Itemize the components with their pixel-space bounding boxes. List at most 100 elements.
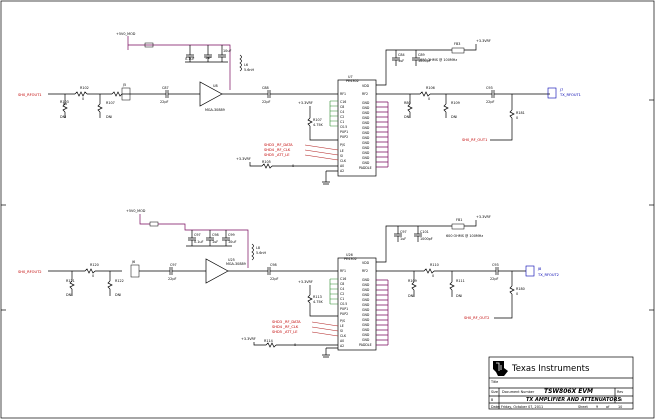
svg-text:RF2: RF2 [362, 269, 368, 273]
svg-text:C88: C88 [262, 86, 269, 90]
bottom-amp-ref: U25 [228, 258, 235, 262]
svg-text:1uF: 1uF [400, 237, 406, 241]
top-rf-out-net: SH0_RF_OUT1 [462, 138, 487, 142]
svg-text:C8: C8 [340, 282, 344, 286]
bottom-rf-out-net: SH0_RF_OUT2 [464, 316, 489, 320]
bottom-power-label: +5V0_MOD [126, 209, 146, 213]
sheet-number: 9 [596, 405, 598, 409]
doc-number-label: Document Number [502, 390, 535, 394]
title-block: Texas Instruments Title Size B Document … [488, 356, 634, 410]
svg-text:LE: LE [340, 324, 344, 328]
rev-value: B [620, 398, 622, 402]
svg-text:C99: C99 [228, 233, 235, 237]
svg-text:P/S: P/S [340, 143, 345, 147]
svg-text:GND: GND [362, 156, 370, 160]
svg-text:LE: LE [340, 149, 344, 153]
svg-text:R122: R122 [115, 279, 124, 283]
svg-text:C98: C98 [212, 233, 219, 237]
bottom-supply-3v3-b: +3.3VRF [241, 337, 256, 341]
svg-text:A0: A0 [340, 164, 344, 168]
svg-text:SI: SI [340, 329, 343, 333]
top-output-net: TX_RFOUT1 [559, 93, 581, 97]
svg-text:P/S: P/S [340, 319, 345, 323]
svg-text:C2: C2 [340, 115, 344, 119]
rev-label: Rev [617, 390, 623, 394]
size-label: Size [491, 390, 498, 394]
svg-text:10uF: 10uF [228, 240, 236, 244]
svg-text:A0: A0 [340, 339, 344, 343]
svg-text:VDD: VDD [362, 261, 370, 265]
svg-text:GND: GND [362, 278, 370, 282]
bottom-atten-ref: U26 [346, 253, 353, 257]
svg-text:J5: J5 [122, 83, 126, 87]
svg-text:PADDLE: PADDLE [359, 343, 372, 347]
svg-text:GND: GND [362, 146, 370, 150]
top-ctrl-le: SHD5 _ATT_LE [264, 153, 290, 157]
svg-text:C93: C93 [486, 86, 493, 90]
svg-text:C16: C16 [340, 277, 346, 281]
svg-text:DNI: DNI [60, 115, 66, 119]
top-fb-value: 600 OHMS @ 100MHz [420, 58, 457, 62]
svg-text:GND: GND [362, 333, 370, 337]
texas-instruments-logo-icon [493, 361, 508, 376]
page-title: TX AMPLIFIER AND ATTENUATORS [526, 397, 621, 403]
svg-text:GND: GND [362, 338, 370, 342]
svg-text:PUP2: PUP2 [340, 312, 348, 316]
svg-text:R105: R105 [262, 160, 271, 164]
board-name: TSW806X EVM [544, 388, 593, 395]
top-channel: +5V0_MOD 0.1uF 1uF 10uF L6 5.6nH SH0_RFO… [18, 32, 581, 185]
svg-text:GND: GND [362, 141, 370, 145]
title-label: Title [490, 380, 498, 384]
svg-text:GND: GND [362, 323, 370, 327]
svg-text:GND: GND [362, 101, 370, 105]
svg-text:PUP1: PUP1 [340, 130, 348, 134]
svg-text:4.75K: 4.75K [313, 300, 324, 304]
sheet-total: 10 [618, 405, 622, 409]
svg-text:GND: GND [362, 121, 370, 125]
svg-text:0: 0 [82, 97, 84, 101]
svg-text:GND: GND [362, 126, 370, 130]
date-label: Date: [491, 405, 500, 409]
svg-text:RF1: RF1 [340, 92, 346, 96]
svg-text:0: 0 [516, 292, 518, 296]
svg-text:R80: R80 [404, 101, 411, 105]
svg-text:R180: R180 [516, 287, 525, 291]
svg-text:R109: R109 [451, 101, 460, 105]
svg-text:L8: L8 [256, 246, 260, 250]
svg-text:22pF: 22pF [270, 277, 278, 281]
svg-text:R110: R110 [430, 263, 439, 267]
top-amp-ref: U8 [213, 84, 218, 88]
company-name: Texas Instruments [511, 364, 590, 374]
svg-text:GND: GND [362, 313, 370, 317]
svg-text:GND: GND [362, 328, 370, 332]
date-value: Friday, October 07, 2011 [501, 405, 543, 409]
svg-text:C97: C97 [170, 263, 177, 267]
svg-text:C98: C98 [270, 263, 277, 267]
svg-text:C97: C97 [194, 233, 201, 237]
svg-text:0.1uF: 0.1uF [194, 240, 204, 244]
svg-text:GND: GND [362, 136, 370, 140]
svg-text:R120: R120 [90, 263, 99, 267]
svg-text:22pF: 22pF [262, 100, 270, 104]
bottom-ctrl-clk: SHD4 _RF_CLK [272, 325, 299, 329]
svg-text:22pF: 22pF [490, 277, 498, 281]
svg-text:C87: C87 [162, 86, 169, 90]
top-output-port: J7 [559, 88, 563, 92]
bottom-input-net: SH0_RFOUT2 [18, 270, 42, 274]
svg-text:R107: R107 [106, 101, 115, 105]
svg-text:GND: GND [362, 106, 370, 110]
top-input-net: SH0_RFOUT1 [18, 93, 42, 97]
svg-text:FB3: FB3 [454, 42, 460, 46]
svg-text:C16: C16 [340, 100, 346, 104]
svg-text:C1: C1 [340, 297, 344, 301]
svg-text:R181: R181 [516, 111, 525, 115]
svg-text:CLK: CLK [340, 159, 347, 163]
bottom-atten-part: PE4302 [344, 257, 357, 261]
svg-text:GND: GND [362, 308, 370, 312]
svg-text:GND: GND [362, 131, 370, 135]
svg-text:0.1uF: 0.1uF [185, 57, 195, 61]
size-value: B [491, 398, 493, 402]
svg-text:R102: R102 [80, 86, 89, 90]
svg-text:22pF: 22pF [168, 277, 176, 281]
bottom-ctrl-le: SHD5 _ATT_LE [272, 330, 298, 334]
